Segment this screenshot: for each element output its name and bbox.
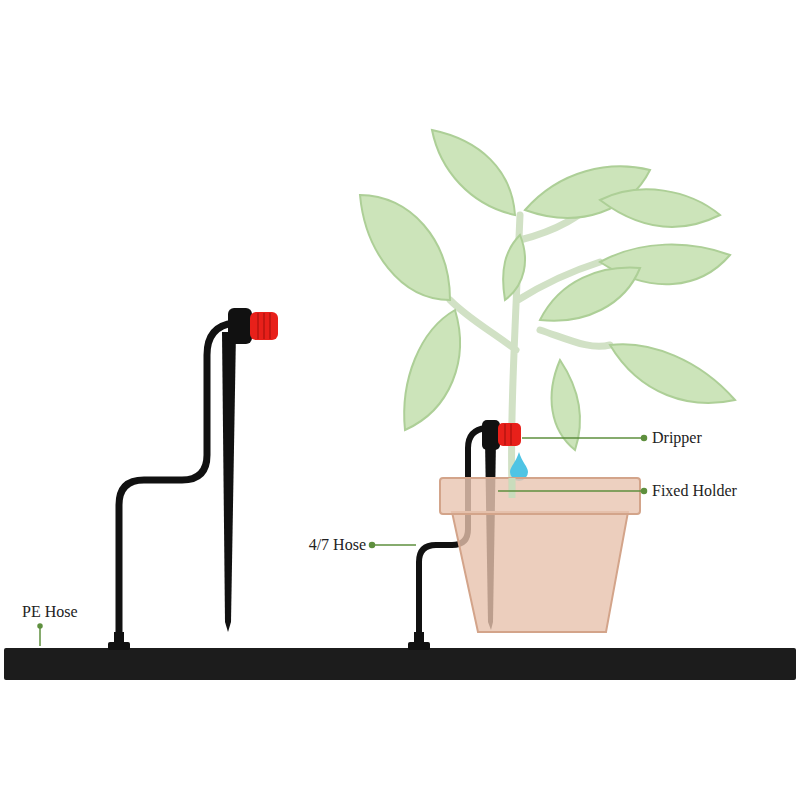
leader-dot: [642, 489, 647, 494]
part-label: Fixed Holder: [652, 481, 737, 501]
holder-head: [228, 308, 252, 344]
leaf: [503, 235, 525, 300]
plant: [360, 130, 735, 490]
leader-dot: [370, 543, 375, 548]
part-label: Dripper: [652, 428, 702, 448]
leaf: [540, 268, 640, 321]
stake-holder: [222, 332, 236, 632]
pot-body: [452, 512, 628, 632]
holder-head: [482, 420, 500, 450]
plant-stem: [450, 200, 610, 490]
leader-line: [522, 437, 644, 439]
leader-line: [498, 490, 644, 492]
leaf: [432, 130, 515, 215]
leaf: [360, 195, 450, 300]
tube-4-7: [119, 323, 234, 634]
plant-stem: [509, 478, 516, 498]
flower-pot: [440, 478, 640, 632]
leader-lines: [38, 436, 647, 647]
part-label: PE Hose: [22, 602, 78, 622]
leaf: [610, 344, 735, 403]
plant-leaves: [360, 130, 735, 450]
leaf: [552, 360, 580, 450]
water-drop: [510, 452, 528, 481]
leader-dot: [642, 436, 647, 441]
leader-dot: [38, 624, 42, 628]
dripper-ridges: [258, 313, 270, 339]
leader-line: [372, 544, 416, 546]
leaf: [404, 310, 460, 430]
part-label: 4/7 Hose: [309, 535, 366, 555]
dripper-cap: [498, 423, 521, 446]
pot-rim: [440, 478, 640, 514]
pe-hose: [4, 648, 796, 680]
leaf: [600, 189, 720, 227]
dripper-ridges: [505, 424, 511, 445]
left-dripper-assembly: [108, 308, 278, 650]
leader-line: [39, 626, 41, 646]
dripper-cap: [250, 312, 278, 340]
